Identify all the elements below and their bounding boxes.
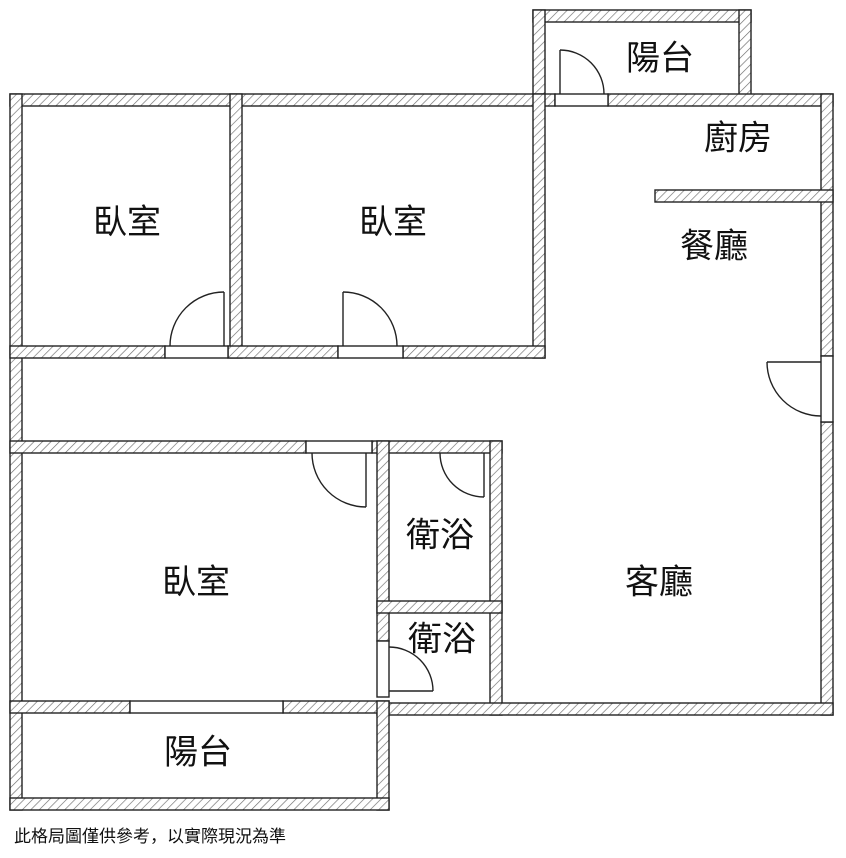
wall-right-lower xyxy=(820,421,834,716)
wall-bedroom-3-bottom-a xyxy=(9,700,131,714)
wall-balcony-bottom-right xyxy=(376,700,390,811)
door-bath-1 xyxy=(439,452,485,498)
door-bedroom-2 xyxy=(342,291,398,347)
door-bedroom-1 xyxy=(169,291,225,347)
door-bedroom-3 xyxy=(311,452,367,508)
label-bedroom-2: 臥室 xyxy=(359,203,427,243)
wall-bedroom-1-2 xyxy=(229,93,243,359)
door-bath-2 xyxy=(388,646,434,692)
window-bedroom-3-bottom xyxy=(129,700,284,714)
label-bath-2: 衛浴 xyxy=(408,620,476,660)
wall-bath-divider xyxy=(376,600,503,614)
wall-top-kitchen xyxy=(607,93,834,107)
openings xyxy=(129,93,834,714)
threshold-bath-2 xyxy=(376,640,390,698)
label-kitchen: 廚房 xyxy=(704,119,772,159)
wall-top-main xyxy=(9,93,556,107)
label-balcony-top: 陽台 xyxy=(626,39,694,79)
disclaimer-text: 此格局圖僅供參考，以實際現況為準 xyxy=(14,827,286,847)
doors xyxy=(169,49,822,692)
wall-bottom-right xyxy=(376,702,834,716)
threshold-bedroom-2 xyxy=(337,345,404,359)
wall-corridor-top-b xyxy=(227,345,339,359)
label-bedroom-3: 臥室 xyxy=(162,563,230,603)
label-balcony-bottom: 陽台 xyxy=(164,733,232,773)
label-bedroom-1: 臥室 xyxy=(93,203,161,243)
door-entry xyxy=(766,361,822,417)
wall-corridor-top-a xyxy=(9,345,166,359)
wall-bath-right xyxy=(489,440,503,716)
wall-balcony-top-right xyxy=(738,9,752,106)
wall-right-upper xyxy=(820,93,834,357)
door-balcony-top xyxy=(559,49,605,95)
wall-balcony-top-left xyxy=(532,9,546,106)
label-bath-1: 衛浴 xyxy=(406,516,474,556)
label-living: 客廳 xyxy=(625,563,693,603)
wall-kitchen-partial xyxy=(654,189,834,203)
threshold-bedroom-3 xyxy=(305,440,373,454)
room-labels: 陽台 廚房 臥室 臥室 餐廳 衛浴 臥室 客廳 衛浴 陽台 xyxy=(93,39,772,773)
wall-corridor-bottom-a xyxy=(9,440,307,454)
wall-bedroom-2-right xyxy=(532,93,546,359)
window-balcony-top xyxy=(554,93,609,107)
threshold-bedroom-1 xyxy=(164,345,229,359)
wall-balcony-bottom-bottom xyxy=(9,797,390,811)
wall-corridor-bottom-b xyxy=(371,440,503,454)
wall-balcony-top-top xyxy=(532,9,752,23)
wall-corridor-top-c xyxy=(402,345,546,359)
label-dining: 餐廳 xyxy=(680,227,748,267)
wall-bedroom-3-bottom-b xyxy=(282,700,390,714)
threshold-entry xyxy=(820,355,834,423)
